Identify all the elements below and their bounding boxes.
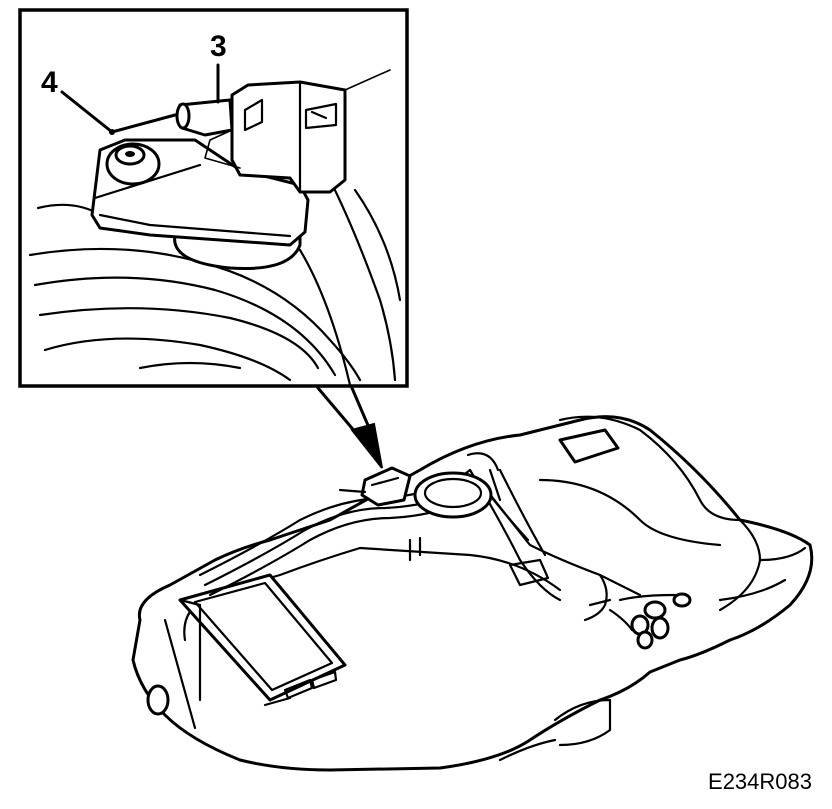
inset-pointer-arrow: [316, 386, 383, 469]
callout-4: 4: [41, 66, 58, 99]
inset-tank-contours: [28, 178, 402, 387]
callout-3: 3: [210, 30, 227, 63]
pump-module: [60, 63, 391, 270]
figure-code: E234R083: [708, 769, 812, 794]
fuel-tank: [131, 415, 814, 772]
detail-inset: 3 4: [18, 8, 409, 388]
